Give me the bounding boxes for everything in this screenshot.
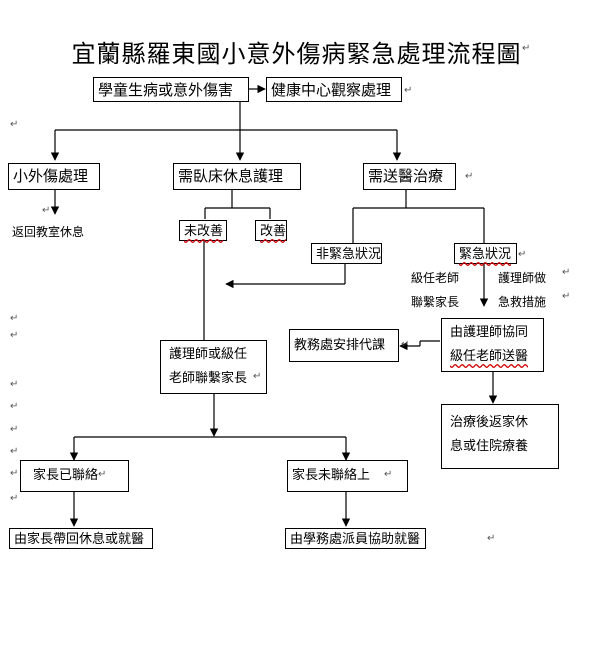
note-nurse-line-2: 急救措施 [498,295,547,309]
paragraph-mark-icon: ↵ [42,205,51,216]
paragraph-mark-icon: ↵ [253,371,262,382]
page-title: 宜蘭縣羅東國小意外傷病緊急處理流程圖 [71,40,522,68]
paragraph-mark-icon: ↵ [562,291,571,302]
node-nurse-escort: 由護理師協同 級任老師送醫 [441,318,544,372]
paragraph-mark-icon: ↵ [562,267,571,278]
node-school-staff: 由學務處派員協助就醫 [285,528,426,549]
node-nurse-escort-line-2: 級任老師送醫 [450,349,529,364]
paragraph-mark-icon: ↵ [10,493,19,504]
node-parent-takes-home: 由家長帶回休息或就醫 [9,528,153,549]
paragraph-mark-icon: ↵ [10,446,19,457]
node-non-emergency: 非緊急狀況 [311,243,382,264]
paragraph-mark-icon: ↵ [404,85,413,96]
node-nurse-contact-line-2: 老師聯繫家長 [169,371,248,386]
paragraph-mark-icon: ↵ [384,469,393,480]
node-return-class: 返回教室休息 [12,225,85,239]
paragraph-mark-icon: ↵ [10,424,19,435]
paragraph-mark-icon: ↵ [465,171,474,182]
node-after-treatment-line-2: 息或住院療養 [450,439,529,454]
node-nurse-contact-line-1: 護理師或級任 [169,347,248,362]
node-minor-injury: 小外傷處理 [8,163,100,190]
note-teacher: 級任老師 聯繫家長 [411,266,459,314]
note-nurse-line-1: 護理師做 [498,271,547,285]
node-bed-rest: 需臥床休息護理 [173,163,301,190]
node-nurse-contact: 護理師或級任 老師聯繫家長 [160,340,267,394]
paragraph-mark-icon: ↵ [10,379,19,390]
node-improved: 改善 [255,220,287,241]
node-after-treatment: 治療後返家休 息或住院療養 [441,404,559,469]
node-emergency: 緊急狀況 [454,243,517,264]
node-parent-contacted: 家長已聯絡 [20,460,129,492]
node-start: 學童生病或意外傷害 [93,77,249,102]
note-teacher-line-2: 聯繫家長 [411,295,460,309]
paragraph-mark-icon: ↵ [10,313,19,324]
paragraph-mark-icon: ↵ [518,249,527,260]
node-not-improved: 未改善 [179,220,227,241]
paragraph-mark-icon: ↵ [10,401,19,412]
node-health-center: 健康中心觀察處理 [266,77,402,102]
paragraph-mark-icon: ↵ [98,469,107,480]
node-nurse-escort-line-1: 由護理師協同 [450,325,529,340]
paragraph-mark-icon: ↵ [487,533,496,544]
node-parent-not-contacted: 家長未聯絡上 [287,460,408,492]
paragraph-mark-icon: ↵ [10,330,19,341]
node-emergency-label: 緊急狀況 [459,247,512,262]
paragraph-mark-icon: ↵ [10,468,19,479]
node-hospital: 需送醫治療 [363,163,456,190]
paragraph-mark-icon: ↵ [522,43,531,54]
node-not-improved-label: 未改善 [184,224,224,239]
paragraph-mark-icon: ↵ [401,339,410,350]
note-teacher-line-1: 級任老師 [411,271,460,285]
node-academic-office: 教務處安排代課 [289,329,399,362]
paragraph-mark-icon: ↵ [10,119,19,130]
note-nurse: 護理師做 急救措施 [498,266,546,314]
node-after-treatment-line-1: 治療後返家休 [450,415,529,430]
node-improved-label: 改善 [260,224,287,239]
